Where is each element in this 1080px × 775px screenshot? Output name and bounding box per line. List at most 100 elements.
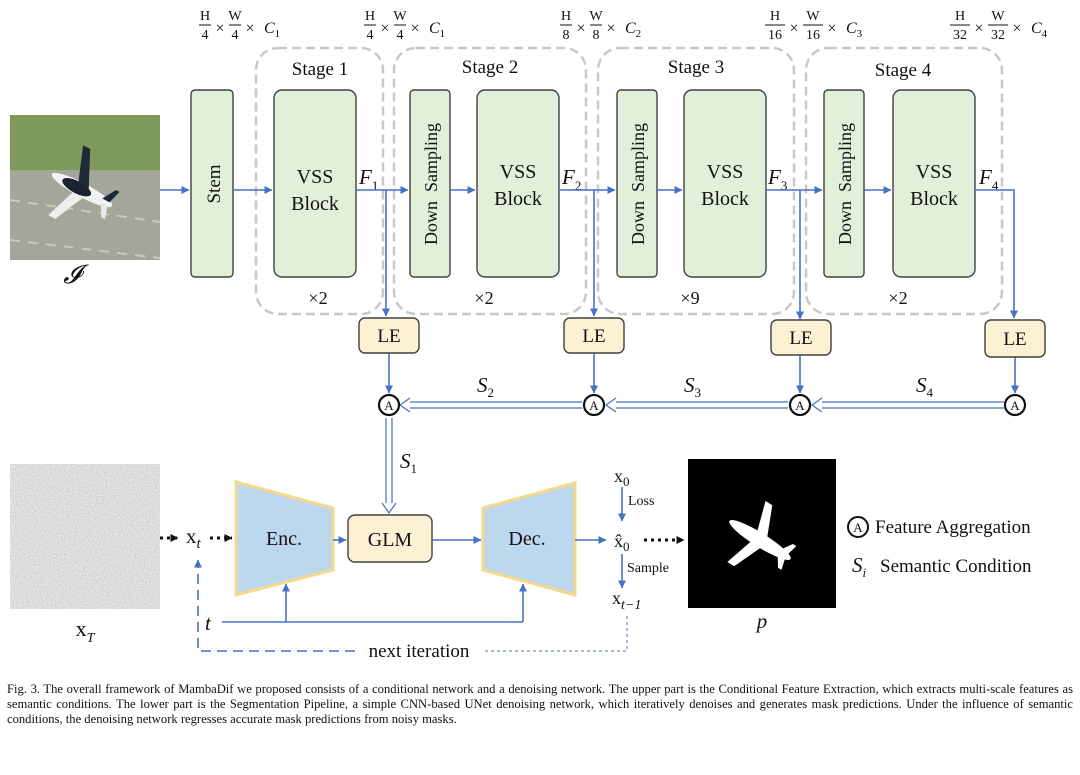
dim-3-times-1: ×	[576, 20, 585, 37]
figure-caption: Fig. 3. The overall framework of MambaDi…	[7, 682, 1073, 727]
input-label: 𝓘	[63, 260, 89, 289]
legend-aggregation-symbol: A	[853, 520, 863, 535]
le-block-1	[358, 317, 420, 354]
stage-2-down-sampling-label: Down Sampling	[421, 123, 441, 245]
dim-3-h-numerator: H	[561, 9, 571, 24]
stage-2-down-sampling-block	[409, 89, 451, 278]
dim-1-h-numerator: H	[200, 9, 210, 24]
stage-4-vss-line1: VSS	[916, 161, 953, 183]
dim-5-channels: C4	[1031, 20, 1048, 40]
dim-2-times-2: ×	[410, 20, 419, 37]
s3-label: S3	[684, 373, 701, 400]
stage-4-title: Stage 4	[875, 60, 932, 81]
aggregation-node-3-symbol: A	[795, 398, 805, 413]
p-label: p	[755, 609, 768, 633]
dim-3-w-denominator: 8	[593, 28, 600, 43]
stage-2-vss-block	[476, 89, 560, 278]
feature-f4-label: F4	[978, 165, 999, 193]
stage-3-title: Stage 3	[668, 57, 724, 78]
aggregation-links	[381, 397, 1004, 515]
upper-flow-arrows	[160, 186, 1019, 394]
stage-2-repeat: ×2	[474, 288, 493, 308]
dim-2-h-denominator: 4	[367, 28, 374, 43]
legend-aggregation-icon	[847, 516, 869, 538]
dim-5-h-numerator: H	[955, 9, 965, 24]
dim-3-times-2: ×	[606, 20, 615, 37]
stage-4-frame	[804, 46, 1004, 316]
le-label-3: LE	[789, 328, 812, 349]
stage-4-vss-block	[892, 89, 976, 278]
dim-3-h-denominator: 8	[563, 28, 570, 43]
x0-label: x0	[614, 466, 630, 489]
lower-flow-arrows	[222, 487, 626, 623]
stage-4-vss-line2: Block	[910, 188, 958, 210]
dim-5-h-denominator: 32	[953, 28, 967, 43]
dim-4-w-numerator: W	[806, 9, 820, 24]
dim-3-channels: C2	[625, 20, 641, 40]
glm-block	[347, 514, 433, 563]
encoder-block	[234, 480, 335, 597]
dim-2-h-numerator: H	[365, 9, 375, 24]
dim-2-channels: C1	[429, 20, 445, 40]
stage-1-title: Stage 1	[292, 59, 348, 80]
le-label-4: LE	[1003, 329, 1026, 350]
stage-4-down-sampling-block	[823, 89, 865, 278]
next-iteration-loop	[194, 559, 628, 652]
dim-4-times-2: ×	[827, 20, 836, 37]
stage-1-repeat: ×2	[308, 288, 327, 308]
aggregation-node-3: A	[788, 393, 812, 417]
stage-1-vss-line1: VSS	[297, 166, 334, 188]
dim-3-w-numerator: W	[589, 9, 603, 24]
dim-1-w-denominator: 4	[232, 28, 239, 43]
feature-f3-label: F3	[767, 165, 787, 193]
s1-label: S1	[400, 449, 417, 476]
next-iteration-label: next iteration	[369, 641, 470, 662]
stage-3-vss-line2: Block	[701, 188, 749, 210]
aggregation-node-2: A	[582, 393, 606, 417]
dim-4-w-denominator: 16	[806, 28, 820, 43]
encoder-label: Enc.	[266, 528, 302, 550]
stage-3-repeat: ×9	[680, 288, 699, 308]
stage-3-down-sampling-label: Down Sampling	[628, 123, 648, 245]
stage-2-title: Stage 2	[462, 57, 518, 78]
aggregation-node-1: A	[377, 393, 401, 417]
sample-label: Sample	[627, 561, 669, 576]
xt-minus-1-label: xt−1	[612, 588, 641, 613]
stage-2-frame	[392, 46, 588, 316]
le-label-2: LE	[582, 326, 605, 347]
legend: A Feature Aggregation Si Semantic Condit…	[847, 516, 1032, 580]
aggregation-node-4: A	[1003, 393, 1027, 417]
dim-4-h-numerator: H	[770, 9, 780, 24]
stage-1-vss-block	[273, 89, 357, 278]
framework-diagram: 𝓘 Stem H4×W4×C1H4×W4×C1H8×W8×C2H16×W16×C…	[9, 9, 1048, 662]
dim-4-times-1: ×	[789, 20, 798, 37]
legend-si-symbol: Si	[852, 553, 867, 580]
noise-label: xT	[76, 616, 96, 646]
dimension-labels: H4×W4×C1H4×W4×C1H8×W8×C2H16×W16×C3H32×W3…	[199, 9, 1048, 43]
dim-4-channels: C3	[846, 20, 863, 40]
dim-5-w-numerator: W	[991, 9, 1005, 24]
dim-1-times-1: ×	[215, 20, 224, 37]
prediction-mask	[688, 459, 836, 608]
decoder-block	[481, 481, 577, 597]
stage-3-vss-block	[683, 89, 767, 278]
stage-1-frame	[254, 46, 385, 316]
decoder-label: Dec.	[508, 528, 545, 550]
dim-2-w-numerator: W	[393, 9, 407, 24]
stem-label: Stem	[204, 164, 225, 203]
stage-3-vss-line1: VSS	[707, 161, 744, 183]
le-block-4	[984, 319, 1046, 358]
dim-5-times-1: ×	[974, 20, 983, 37]
dim-4-h-denominator: 16	[768, 28, 782, 43]
stage-4-repeat: ×2	[888, 288, 907, 308]
stem-block	[190, 89, 234, 278]
input-image	[9, 115, 161, 260]
dim-1-channels: C1	[264, 20, 280, 40]
stage-3-frame	[596, 46, 796, 316]
stage-4-down-sampling-label: Down Sampling	[835, 123, 855, 245]
legend-si-text: Semantic Condition	[880, 556, 1032, 577]
feature-f2-label: F2	[561, 165, 581, 193]
le-label-1: LE	[377, 326, 400, 347]
dim-5-w-denominator: 32	[991, 28, 1005, 43]
loss-label: Loss	[628, 494, 654, 509]
